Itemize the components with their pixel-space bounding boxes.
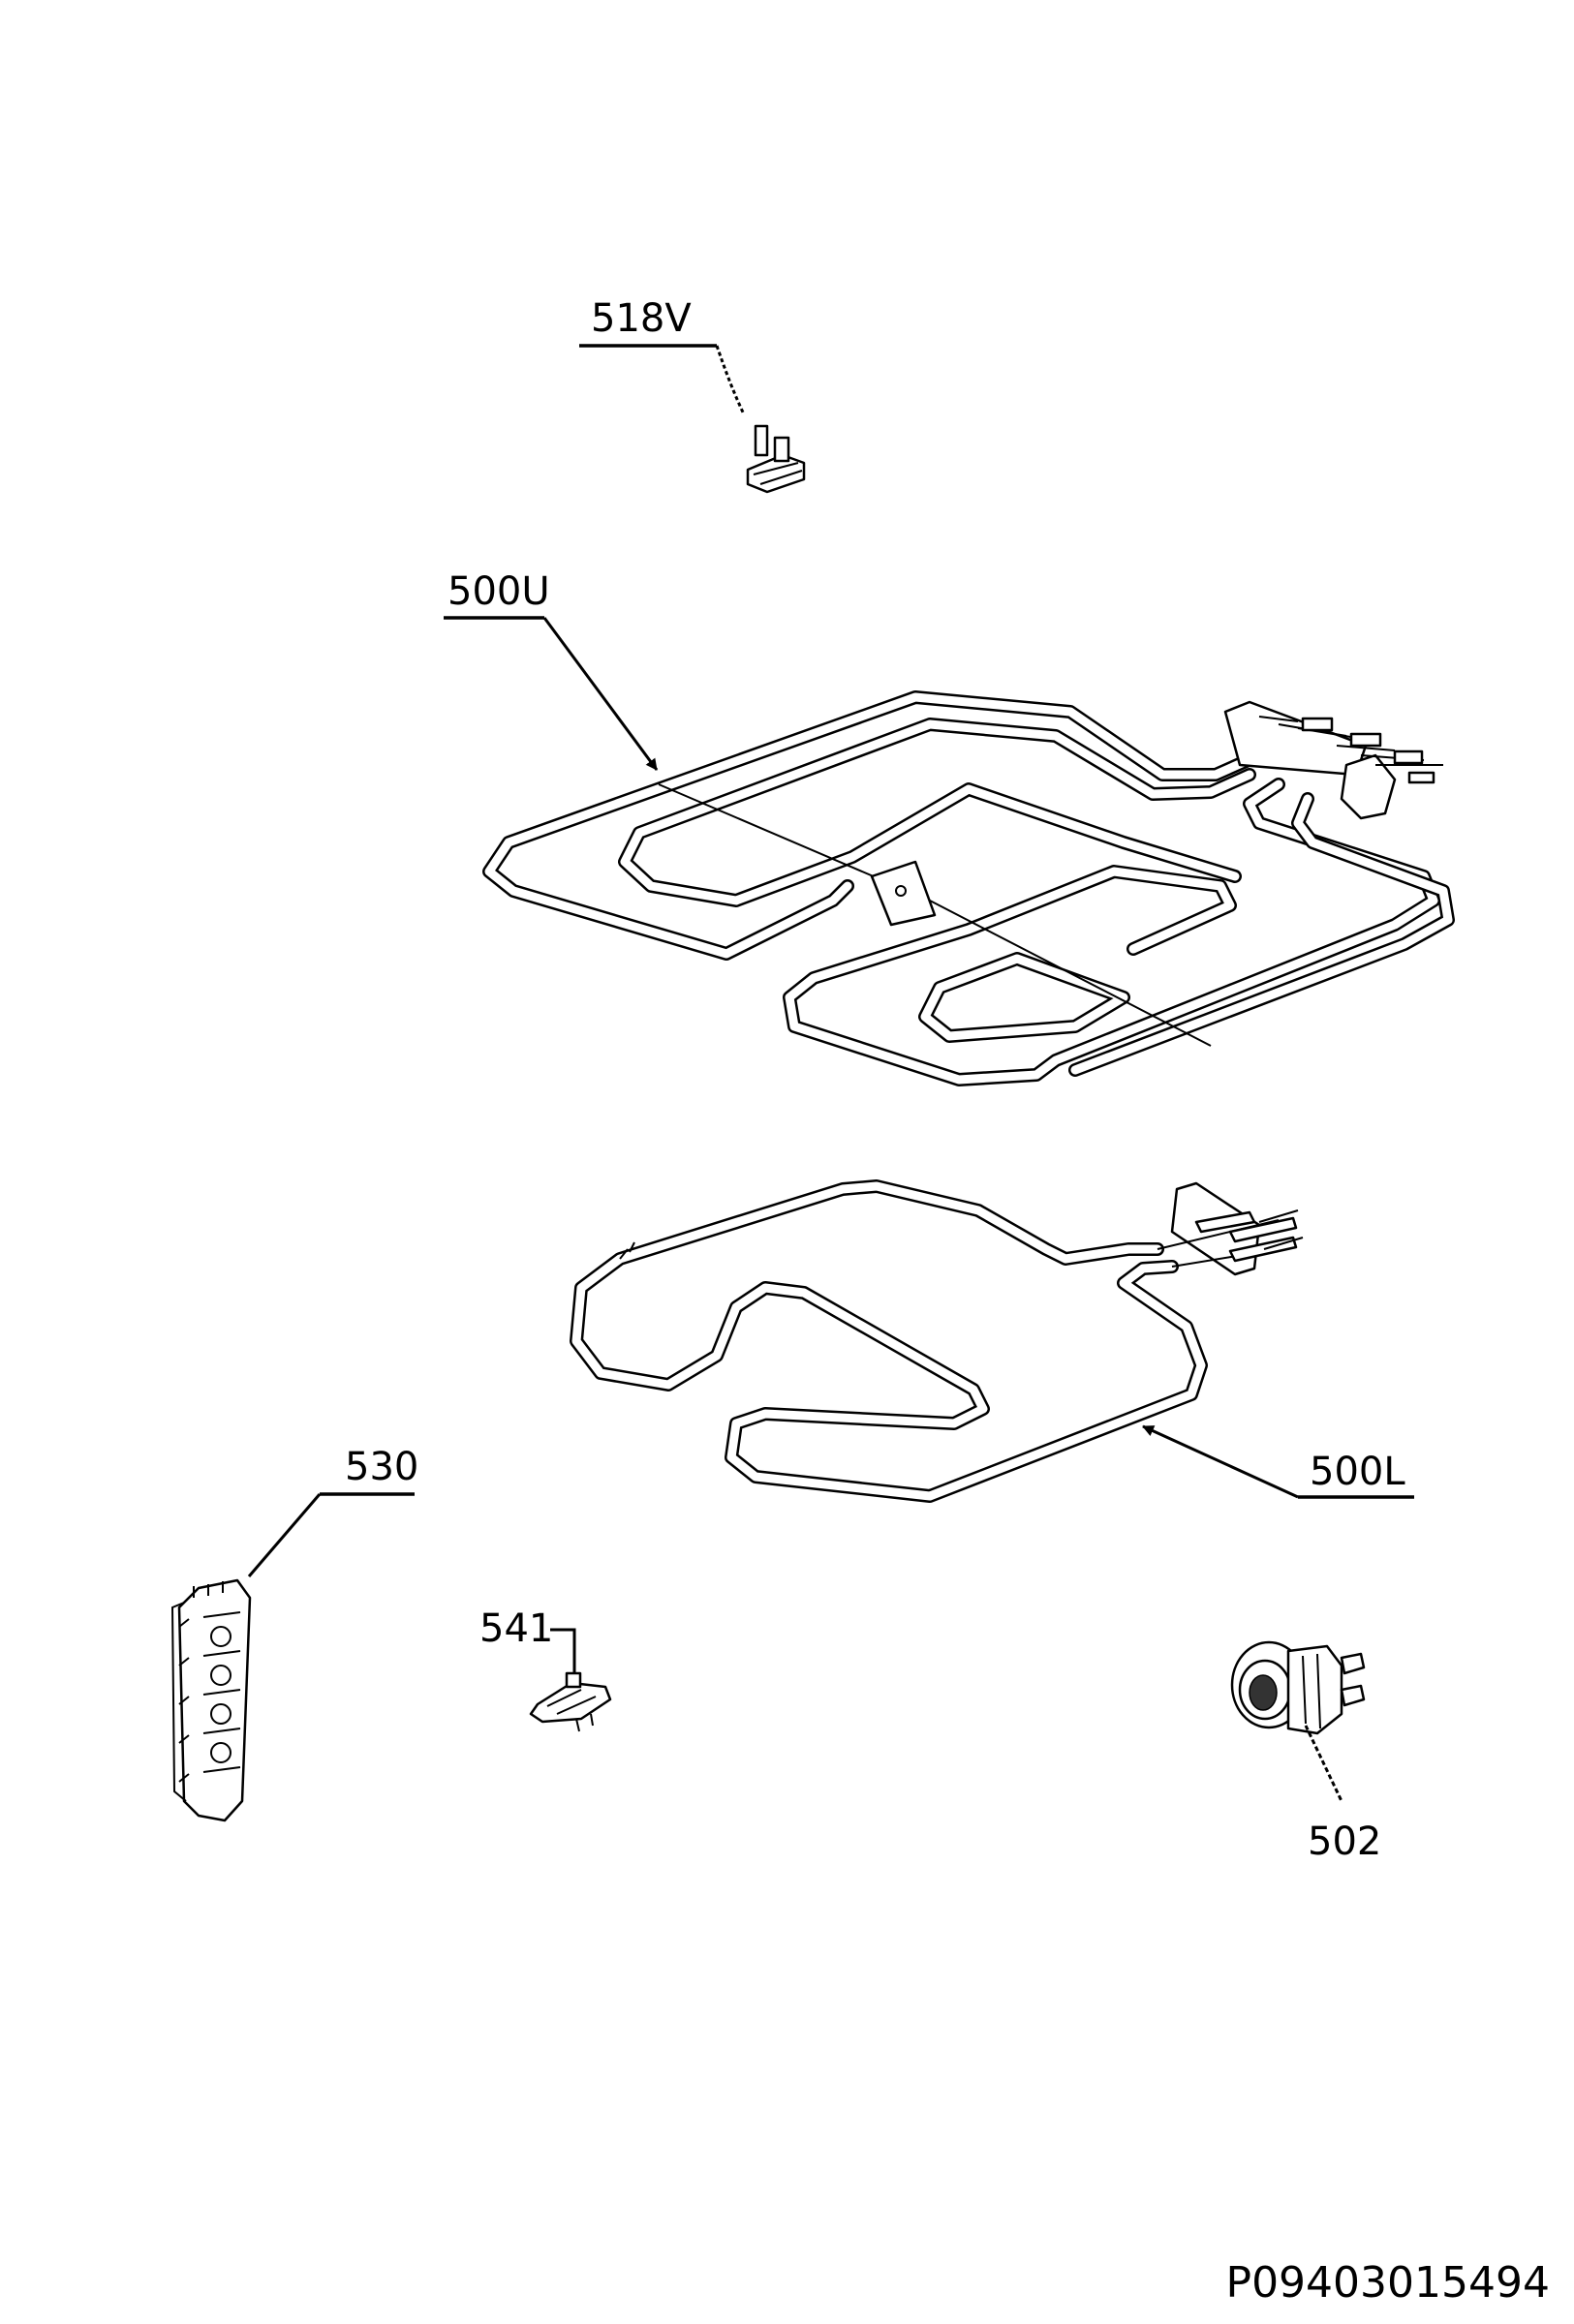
label-500u: 500U bbox=[448, 569, 550, 614]
oven-lamp-icon bbox=[1230, 1640, 1366, 1735]
terminal-block-icon bbox=[170, 1578, 252, 1822]
label-502: 502 bbox=[1308, 1819, 1381, 1864]
connector-icon bbox=[529, 1671, 612, 1732]
document-id: P09403015494 bbox=[1226, 2258, 1550, 2308]
label-530: 530 bbox=[345, 1445, 418, 1489]
callout-502: 502 bbox=[1304, 1725, 1381, 1864]
label-518v: 518V bbox=[591, 296, 692, 341]
callout-530: 530 bbox=[247, 1445, 418, 1577]
leader-line bbox=[1304, 1725, 1343, 1802]
leader-line bbox=[542, 617, 659, 771]
callout-500u: 500U bbox=[444, 569, 659, 771]
leader-line bbox=[715, 345, 746, 415]
callout-541: 541 bbox=[479, 1606, 576, 1673]
upper-heating-element-icon bbox=[482, 690, 1455, 1086]
lower-heating-element-icon bbox=[570, 1179, 1304, 1503]
leader-line bbox=[1142, 1424, 1299, 1499]
label-500l: 500L bbox=[1310, 1450, 1405, 1494]
callout-500l: 500L bbox=[1142, 1424, 1414, 1499]
label-541: 541 bbox=[479, 1606, 553, 1651]
leader-line bbox=[550, 1628, 576, 1673]
thermal-cutout-icon bbox=[746, 424, 806, 494]
callout-518v: 518V bbox=[579, 296, 746, 415]
leader-line bbox=[247, 1493, 322, 1577]
